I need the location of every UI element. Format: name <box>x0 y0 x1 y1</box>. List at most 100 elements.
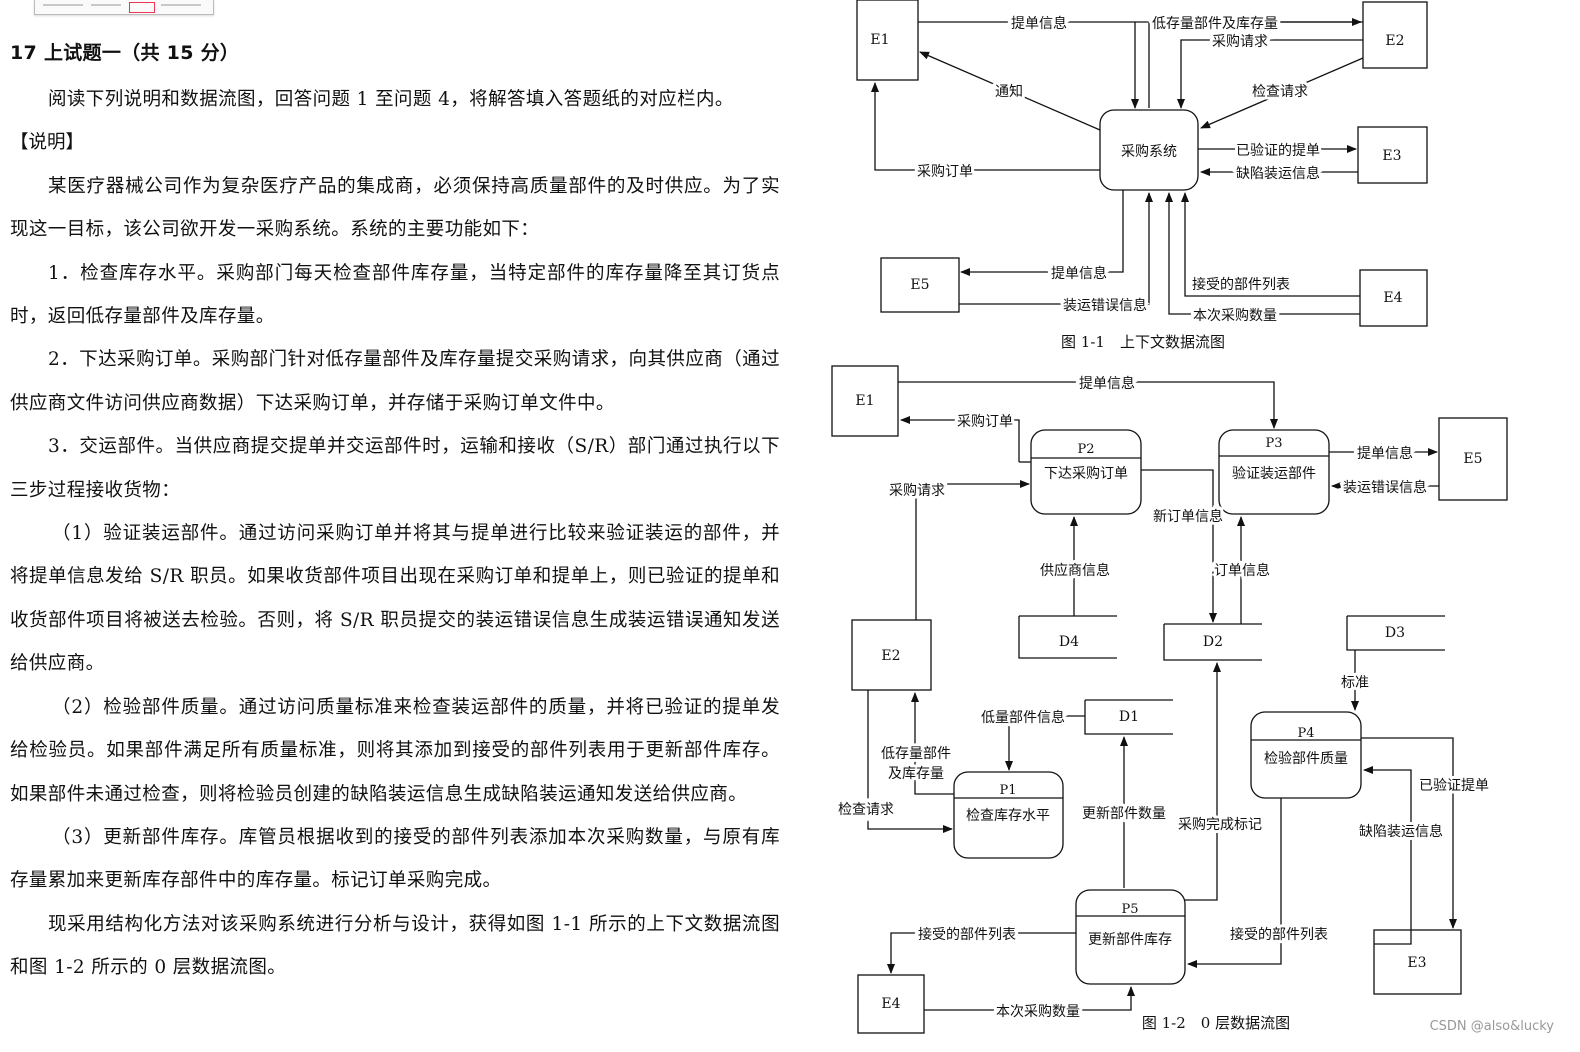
fig1-e1-box <box>856 0 919 81</box>
fig2-label-xindingdan: 新订单信息 <box>1153 508 1223 525</box>
fig2-label-dingdan: 订单信息 <box>1214 562 1270 579</box>
fig2-flow-diliang <box>1005 715 1085 771</box>
section-label: 【说明】 <box>10 132 85 154</box>
fig1-label-zhuangyun: 装运错误信息 <box>1063 297 1147 314</box>
fig2-d4-label: D4 <box>1059 634 1079 650</box>
fig2-label-wancheng: 采购完成标记 <box>1178 817 1262 833</box>
fig2-p2-id: P2 <box>1077 442 1094 457</box>
fig2-flow-jiancha <box>867 690 953 833</box>
fig2-p4-box <box>1250 711 1362 799</box>
fig2-label-yiyanzheng: 已验证提单 <box>1419 778 1489 794</box>
fig2-d2-label: D2 <box>1203 634 1223 650</box>
fig1-system-box <box>1099 109 1199 191</box>
fig1-flow-caigoudd <box>871 82 1100 171</box>
fig1-label-tidan2: 提单信息 <box>1051 265 1107 282</box>
fig2-label-tidan: 提单信息 <box>1079 375 1135 392</box>
fig2-p4-name: 检验部件质量 <box>1264 751 1348 767</box>
fig2-label-dicun2: 及库存量 <box>888 766 944 782</box>
fig2-flow-xindingdan <box>1141 469 1217 623</box>
fig1-flow-caigouqq <box>1177 39 1363 109</box>
fig2-e4-box <box>857 974 925 1034</box>
paragraph-7: （3）更新部件库存。库管员根据收到的接受的部件列表添加本次采购数量，与原有库存量… <box>10 826 780 892</box>
fig1-flow-jiancha <box>1200 57 1364 129</box>
fig2-label-diliang: 低量部件信息 <box>981 709 1065 726</box>
fig2-flow-jieshou <box>887 932 1076 974</box>
fig2-p5-box <box>1075 889 1186 985</box>
fig2-e1-box <box>831 365 899 437</box>
fig2-e4-label: E4 <box>881 996 900 1012</box>
fig2-label-quexian: 缺陷装运信息 <box>1359 823 1443 840</box>
fig2-label-jiancha: 检查请求 <box>838 802 894 818</box>
fig1-e5-box <box>880 257 960 313</box>
fig2-label-benci: 本次采购数量 <box>996 1004 1080 1020</box>
fig1-flow-jieshou <box>1181 192 1360 297</box>
fig1-label-tongzhi: 通知 <box>995 83 1023 100</box>
fig1-e2-label: E2 <box>1385 33 1404 49</box>
fig1-e3-label: E3 <box>1382 148 1401 164</box>
fig2-label-jieshou2: 接受的部件列表 <box>1230 926 1328 943</box>
diagrams-svg: E1 E2 E3 E4 E5 采购系统 提单信息 低存量部件及库存量 采购请求 … <box>831 0 1508 1034</box>
fig2-caption: 图 1-2 0 层数据流图 <box>1142 1014 1290 1032</box>
fig1-label-caigouqq: 采购请求 <box>1212 34 1268 50</box>
fig2-label-tidan2: 提单信息 <box>1357 445 1413 462</box>
fig2-e2-box <box>851 619 932 691</box>
fig1-label-quexian: 缺陷装运信息 <box>1236 165 1320 182</box>
fig1-label-dicun: 低存量部件及库存量 <box>1152 16 1278 32</box>
fig2-flow-wancheng <box>1185 662 1221 901</box>
fig2-p1-name: 检查库存水平 <box>966 808 1050 824</box>
fig2-label-gengxin: 更新部件数量 <box>1082 806 1166 822</box>
fig2-d3-label: D3 <box>1385 625 1405 641</box>
fig1-label-jieshou: 接受的部件列表 <box>1192 276 1290 293</box>
paragraph-1: 某医疗器械公司作为复杂医疗产品的集成商，必须保持高质量部件的及时供应。为了实现这… <box>10 175 780 241</box>
paragraph-3: 2．下达采购订单。采购部门针对低存量部件及库存量提交采购请求，向其供应商（通过供… <box>10 349 780 414</box>
fig2-p3-id: P3 <box>1265 436 1282 451</box>
fig2-e3-label: E3 <box>1407 955 1426 971</box>
fig2-d1-store <box>1084 700 1173 735</box>
fig2-p3-box <box>1218 429 1330 515</box>
fig2-p5-name: 更新部件库存 <box>1088 932 1172 948</box>
fig2-label-caigouqq: 采购请求 <box>889 483 945 499</box>
fig2-e3-box <box>1373 929 1462 995</box>
fig1-flow-tidan2 <box>960 190 1124 276</box>
fig1-e2-box <box>1362 1 1428 69</box>
fig1-label-benci: 本次采购数量 <box>1193 308 1277 324</box>
fig2-flow-benci <box>924 986 1135 1011</box>
page-thumbnail <box>34 0 214 15</box>
fig1-flow-zhuangyun <box>959 192 1153 305</box>
fig1-flow-tongzhi <box>919 51 1101 131</box>
fig2-flow-yiyanzheng <box>1361 737 1457 929</box>
fig1-system-label: 采购系统 <box>1121 144 1177 160</box>
paragraph-5: （1）验证装运部件。通过访问采购订单并将其与提单进行比较来验证装运的部件，并将提… <box>10 523 780 675</box>
diagram-panel: E1 E2 E3 E4 E5 采购系统 提单信息 低存量部件及库存量 采购请求 … <box>825 0 1580 1048</box>
fig2-p1-box <box>953 771 1064 859</box>
fig1-label-jiancha: 检查请求 <box>1252 84 1308 100</box>
fig2-label-gongying: 供应商信息 <box>1040 562 1110 579</box>
paragraph-2: 1．检查库存水平。采购部门每天检查部件库存量，当特定部件的库存量降至其订货点时，… <box>10 262 780 328</box>
fig2-d2-store <box>1163 624 1262 661</box>
fig2-flow-caigouqq <box>915 480 1030 620</box>
fig2-p2-name: 下达采购订单 <box>1044 466 1128 482</box>
fig2-d1-label: D1 <box>1119 709 1139 725</box>
fig2-e2-label: E2 <box>881 648 900 664</box>
fig2-label-zhuangyun: 装运错误信息 <box>1343 479 1427 496</box>
fig1-label-yiyanzheng: 已验证的提单 <box>1236 143 1320 159</box>
fig1-e4-label: E4 <box>1383 290 1402 306</box>
fig1-flow-benci <box>1165 192 1360 315</box>
fig2-flow-dicun <box>911 692 954 795</box>
fig1-caption: 图 1-1 上下文数据流图 <box>1061 333 1225 351</box>
fig1-e4-box <box>1359 269 1428 327</box>
fig2-e5-label: E5 <box>1463 451 1482 467</box>
intro-text: 阅读下列说明和数据流图，回答问题 1 至问题 4，将解答填入答题纸的对应栏内。 <box>48 89 734 110</box>
paragraph-4: 3．交运部件。当供应商提交提单并交运部件时，运输和接收（S/R）部门通过执行以下… <box>10 436 780 501</box>
fig2-d4-store <box>1018 616 1117 659</box>
watermark: CSDN @also&lucky <box>1429 1019 1554 1034</box>
fig2-p5-id: P5 <box>1121 902 1138 917</box>
paragraph-8: 现采用结构化方法对该采购系统进行分析与设计，获得如图 1-1 所示的上下文数据流… <box>10 913 780 979</box>
fig2-p1-id: P1 <box>999 783 1016 798</box>
fig2-flow-tidan <box>898 381 1278 429</box>
fig1-label-caigoudd: 采购订单 <box>917 164 973 180</box>
fig2-p4-id: P4 <box>1297 726 1314 741</box>
fig2-e1-label: E1 <box>855 393 874 409</box>
fig2-e5-box <box>1438 417 1508 501</box>
fig2-d3-store <box>1346 616 1445 651</box>
